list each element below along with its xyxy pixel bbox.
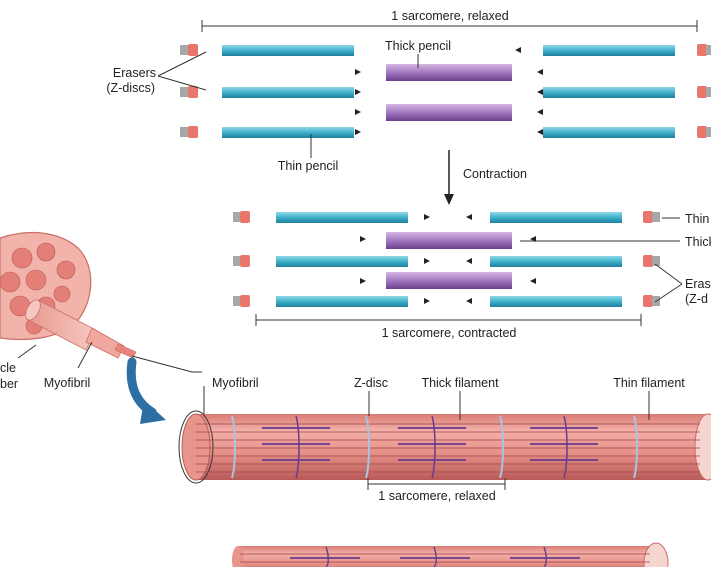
contraction-label: Contraction	[463, 167, 527, 181]
thin-pencil-left-3	[222, 127, 354, 138]
eraser-left-2	[180, 86, 198, 98]
muscle-fiber-label-1: cle	[0, 361, 16, 375]
contracted-model: Thin Thick Erase (Z-d 1 sarcomere, contr…	[233, 211, 711, 340]
relaxed-bottom-bracket	[367, 478, 506, 490]
thin-c-left-2	[276, 256, 408, 267]
myofibril-right-label: Myofibril	[212, 376, 259, 390]
relaxed-arrowheads	[355, 47, 543, 135]
thick-pencil-1	[386, 64, 512, 81]
eraser-right-3	[697, 126, 711, 138]
zd-right-label: (Z-d	[685, 292, 708, 306]
zdisc-label: Z-disc	[354, 376, 388, 390]
thin-c-right-2	[490, 256, 622, 267]
thin-pencil-label: Thin pencil	[278, 159, 338, 173]
erasers-zdiscs-label: (Z-discs)	[106, 81, 155, 95]
eraser-c-left-1	[233, 211, 250, 223]
thick-c-1	[386, 232, 512, 249]
thick-c-2	[386, 272, 512, 289]
muscle-fiber-label-2: ber	[0, 377, 18, 391]
erase-right-label: Erase	[685, 277, 711, 291]
thin-pencil-right-3	[543, 127, 675, 138]
contracted-arrowheads	[360, 214, 536, 304]
eraser-c-right-1	[643, 211, 660, 223]
myofibril-relaxed	[178, 410, 711, 484]
thin-right-label: Thin	[685, 212, 709, 226]
erasers-label: Erasers	[113, 66, 156, 80]
myofibril-left-label: Myofibril	[44, 376, 91, 390]
thick-right-label: Thick	[685, 235, 711, 249]
contracted-label: 1 sarcomere, contracted	[382, 326, 517, 340]
eraser-right-1	[697, 44, 711, 56]
thin-pencil-left-1	[222, 45, 354, 56]
erase-right-leader	[654, 263, 683, 303]
thin-pencil-left-2	[222, 87, 354, 98]
eraser-left-1	[180, 44, 198, 56]
thin-pencil-right-1	[543, 45, 675, 56]
relaxed-top-label: 1 sarcomere, relaxed	[391, 9, 508, 23]
thin-c-left-3	[276, 296, 408, 307]
myofibril-contracted-partial	[232, 542, 669, 567]
relaxed-model: 1 sarcomere, relaxed	[106, 9, 711, 173]
thick-filament-label: Thick filament	[421, 376, 499, 390]
eraser-left-3	[180, 126, 198, 138]
thin-c-left-1	[276, 212, 408, 223]
thick-pencil-2	[386, 104, 512, 121]
eraser-c-right-2	[643, 255, 660, 267]
thick-pencil-label: Thick pencil	[385, 39, 451, 53]
relaxed-bottom-label: 1 sarcomere, relaxed	[378, 489, 495, 503]
thin-filament-label: Thin filament	[613, 376, 685, 390]
thin-pencil-right-2	[543, 87, 675, 98]
thin-c-right-3	[490, 296, 622, 307]
contracted-bracket	[255, 314, 642, 326]
down-arrow-icon	[444, 150, 454, 205]
erasers-leader	[157, 51, 207, 91]
eraser-right-2	[697, 86, 711, 98]
curved-arrow-icon	[126, 357, 166, 424]
eraser-c-right-3	[643, 295, 660, 307]
muscle-fiber-illustration	[0, 231, 202, 373]
thin-c-right-1	[490, 212, 622, 223]
eraser-c-left-2	[233, 255, 250, 267]
eraser-c-left-3	[233, 295, 250, 307]
relaxed-bracket	[201, 20, 698, 32]
